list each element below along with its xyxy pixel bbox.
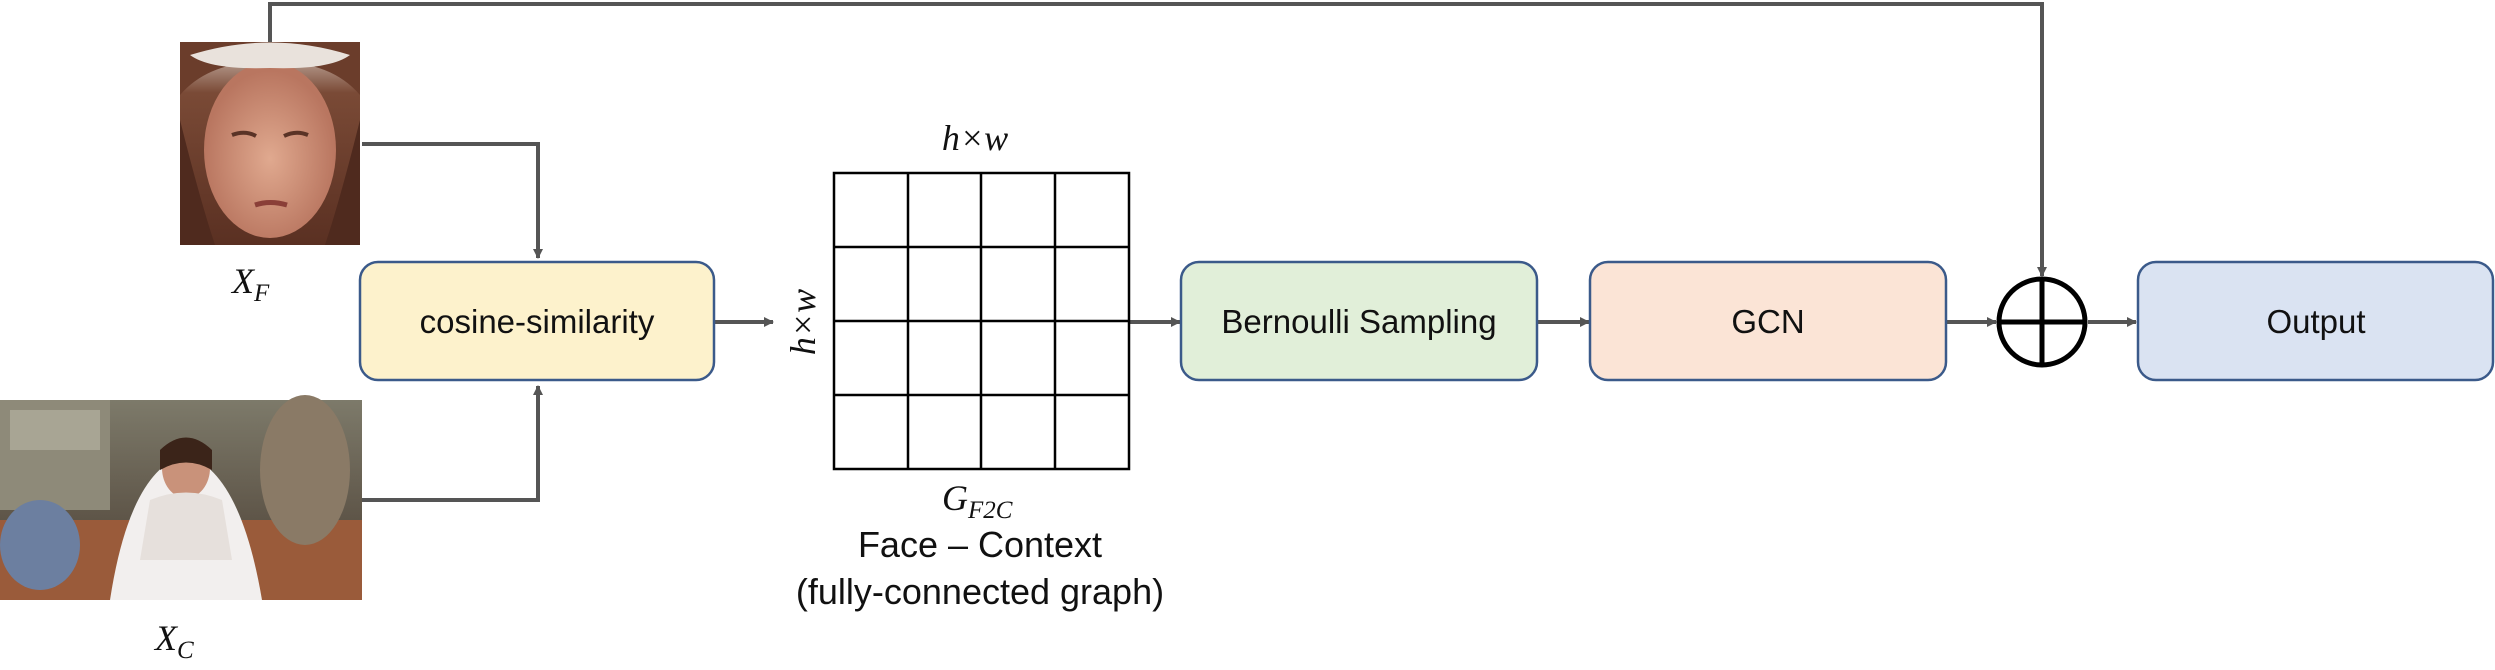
bernoulli-sampling-label: Bernoulli Sampling xyxy=(1221,303,1496,340)
graph-caption-line2: (fully-connected graph) xyxy=(796,571,1164,612)
cosine-similarity-label: cosine-similarity xyxy=(420,303,655,340)
context-label: XC xyxy=(153,618,194,664)
face-label: XF xyxy=(230,261,270,307)
adjacency-matrix xyxy=(832,171,1131,471)
cosine-similarity-box xyxy=(358,260,716,382)
bernoulli-sampling-box xyxy=(1179,260,1539,382)
output-box xyxy=(2136,260,2495,382)
matrix-top-label: h×w xyxy=(942,118,1008,158)
graph-label: GF2C xyxy=(942,478,1013,524)
context-to-cosine-arrow xyxy=(362,385,543,502)
skip-connection-arrow xyxy=(268,2,2047,277)
face-to-cosine-arrow xyxy=(362,142,543,259)
gcn-box xyxy=(1588,260,1948,382)
graph-caption-line1: Face – Context xyxy=(858,524,1102,565)
output-label: Output xyxy=(2266,303,2365,340)
matrix-side-label: h×w xyxy=(783,289,823,355)
gcn-label: GCN xyxy=(1731,303,1804,340)
sum-operator-icon xyxy=(1996,276,2088,368)
context-image xyxy=(0,395,362,600)
face-image xyxy=(180,42,360,245)
